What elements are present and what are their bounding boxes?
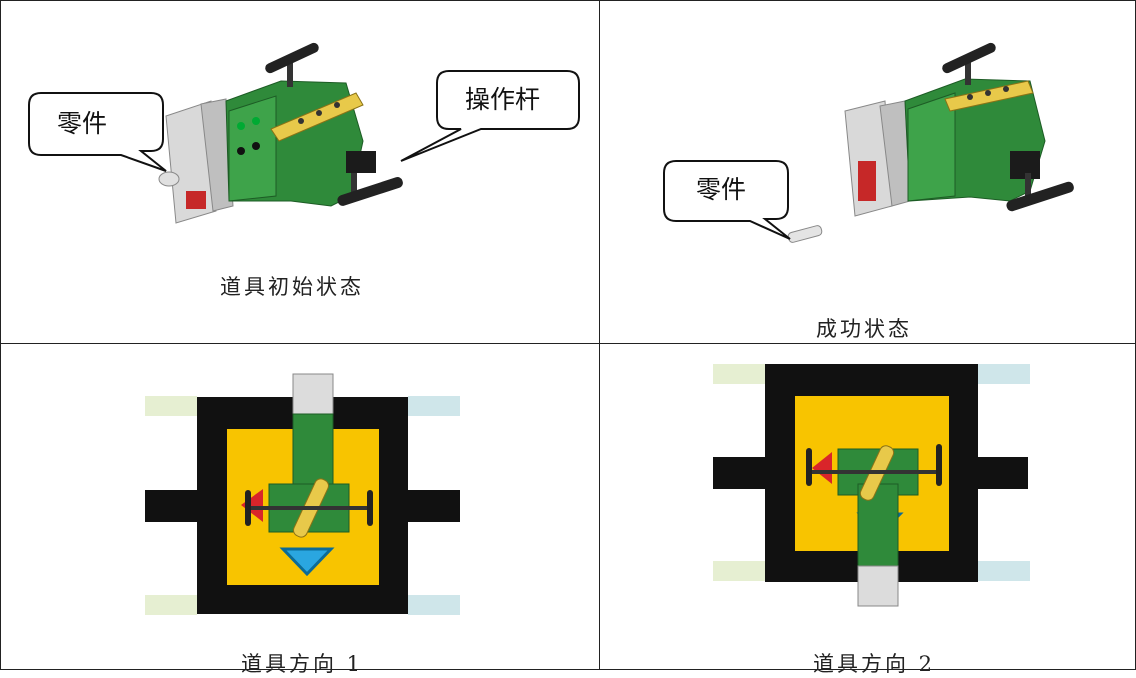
callout-part-initial: 零件 [28, 92, 167, 172]
callout-part-label: 零件 [57, 109, 107, 138]
caption-direction-2: 道具方向 2 [813, 652, 936, 676]
callout-part-label: 零件 [696, 175, 746, 204]
lego-assembly [844, 42, 1074, 217]
cell-direction-1: 道具方向 1 [0, 343, 600, 676]
lego-assembly [158, 42, 403, 224]
caption-success-state: 成功状态 [816, 317, 912, 341]
callout-part-success: 零件 [663, 160, 791, 240]
prop-initial-illustration: 零件 操作杆 [28, 42, 580, 224]
cell-success-state: 零件 成功状态 [599, 0, 1136, 344]
board-direction-1 [145, 373, 460, 615]
caption-initial-state: 道具初始状态 [220, 275, 364, 299]
prop-success-illustration: 零件 [663, 42, 1074, 243]
board-direction-2 [713, 364, 1030, 607]
callout-lever-label: 操作杆 [465, 85, 540, 114]
loose-part [787, 225, 823, 243]
cell-direction-2: 道具方向 2 [599, 343, 1136, 676]
caption-direction-1: 道具方向 1 [241, 652, 364, 676]
callout-lever: 操作杆 [400, 70, 580, 162]
cell-initial-state: 零件 操作杆 道具初始状态 [0, 0, 600, 344]
